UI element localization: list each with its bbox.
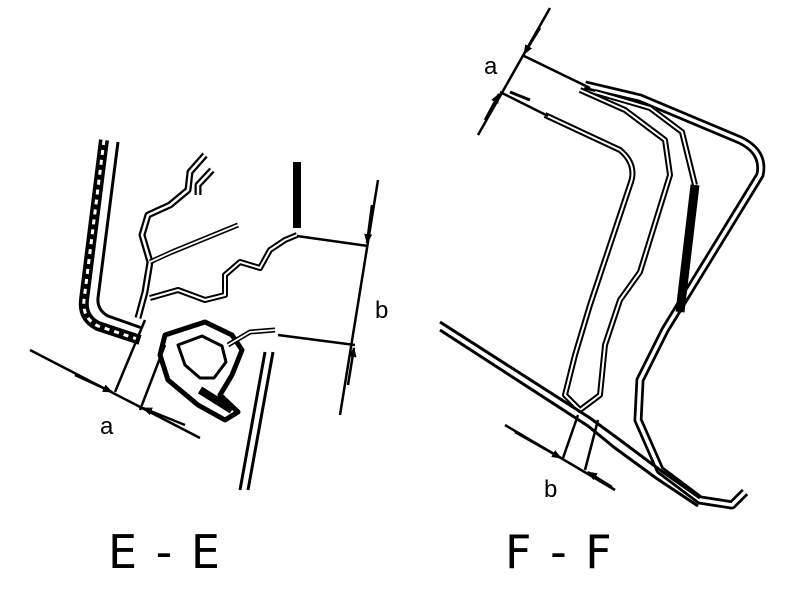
section-f-f: a b [439, 7, 766, 510]
e-reinforcement [149, 162, 301, 303]
e-dimension-b-label: b [375, 297, 388, 324]
f-stiffener [594, 89, 700, 313]
f-dimension-b [504, 414, 616, 492]
e-seal [157, 319, 276, 423]
section-title-e-e: E - E [108, 525, 222, 579]
e-dimension-a-label: a [100, 413, 114, 440]
e-dimension-a [29, 319, 201, 440]
e-lower-rail [238, 351, 275, 491]
section-e-e: a b [29, 139, 388, 491]
f-floor-panel [439, 320, 701, 508]
e-dimension-b [277, 179, 380, 416]
f-outer-skin [583, 80, 766, 510]
e-inner-panel [134, 152, 239, 319]
e-outer-panel [78, 139, 143, 345]
f-dimension-a [476, 7, 591, 136]
f-dimension-a-label: a [484, 53, 498, 80]
f-inner-panel [509, 87, 673, 413]
section-title-f-f: F - F [505, 525, 614, 579]
f-dimension-b-label: b [544, 476, 557, 503]
